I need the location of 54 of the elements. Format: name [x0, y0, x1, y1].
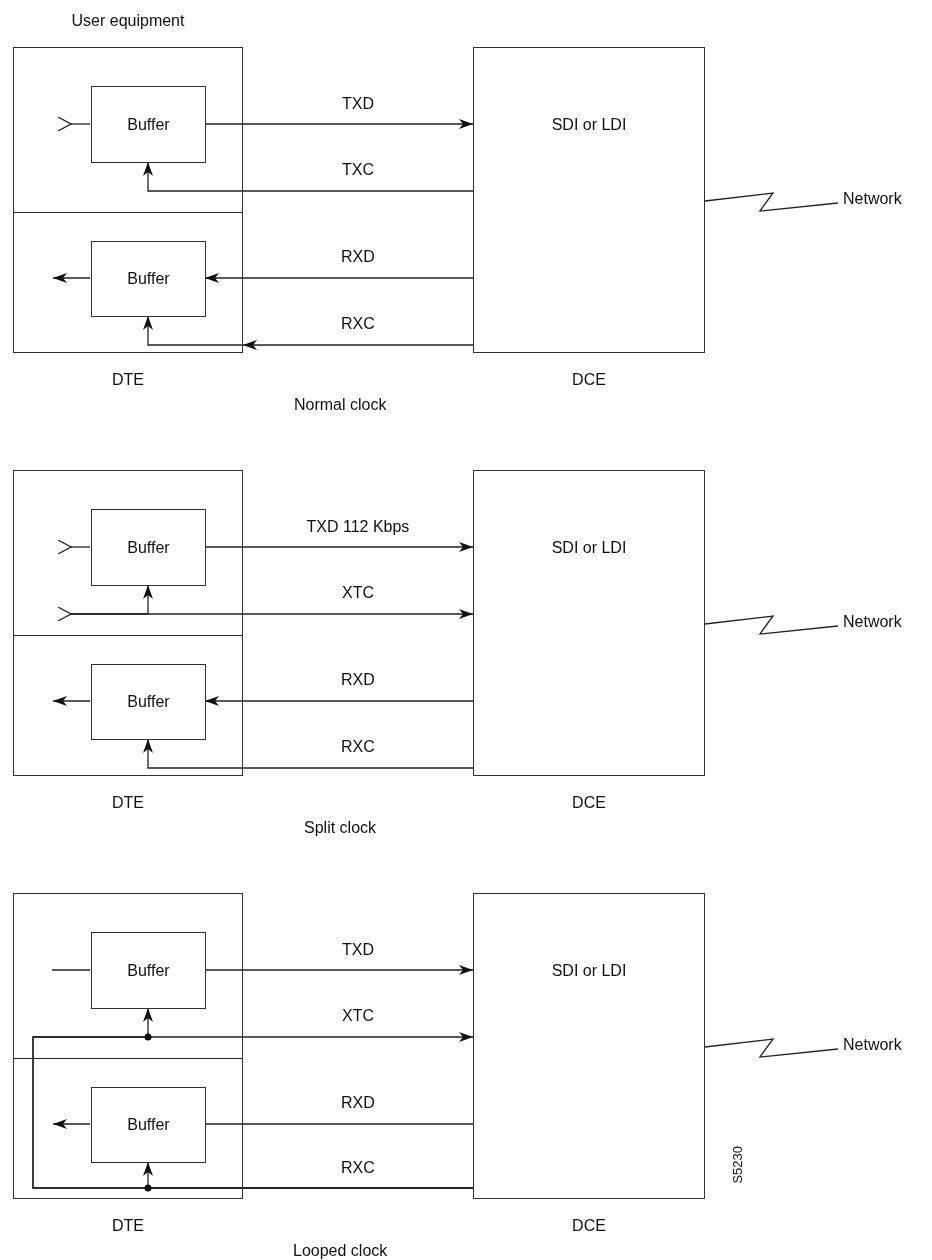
panel-caption: Looped clock [293, 1242, 388, 1260]
box-caption: DCE [571, 371, 607, 389]
lightning-line [704, 1038, 839, 1058]
network-label: Network [843, 190, 902, 208]
box-caption: DCE [571, 794, 607, 812]
box-caption: DTE [111, 1217, 145, 1235]
arrow [70, 584, 153, 615]
arrow [204, 119, 474, 129]
signal-label: TXD [342, 95, 374, 113]
box-label: SDI or LDI [550, 962, 628, 980]
signal-label: RXD [341, 1094, 375, 1112]
box-caption: DTE [111, 371, 145, 389]
arrow [204, 965, 474, 975]
signal-label: TXD [342, 941, 374, 959]
arrow [52, 273, 91, 283]
arrow [204, 696, 474, 706]
box-caption: DTE [111, 794, 145, 812]
lightning-line [704, 615, 839, 635]
column-heading: User equipment [71, 12, 185, 30]
signal-label: XTC [342, 584, 374, 602]
arrow [143, 1161, 474, 1189]
arrow [52, 696, 91, 706]
buffer-box: Buffer [91, 664, 206, 740]
panel-caption: Split clock [304, 819, 377, 837]
arrow [204, 542, 474, 552]
signal-label: RXC [341, 315, 375, 333]
signal-label: TXC [342, 161, 374, 179]
box-caption: DCE [571, 1217, 607, 1235]
arrow [204, 273, 474, 283]
arrow [57, 116, 91, 132]
signal-label: RXC [341, 738, 375, 756]
arrow [57, 606, 474, 622]
signal-label: RXC [341, 1159, 375, 1177]
panel-caption: Normal clock [294, 396, 387, 414]
box-label: SDI or LDI [550, 116, 628, 134]
figure-number: S5230 [729, 1146, 745, 1184]
arrow [52, 1119, 91, 1129]
signal-label: RXD [341, 671, 375, 689]
signal-label: TXD 112 Kbps [306, 518, 410, 536]
arrow [143, 161, 474, 192]
signal-label: RXD [341, 248, 375, 266]
arrow [57, 539, 91, 555]
box-label: SDI or LDI [550, 539, 628, 557]
buffer-box: Buffer [91, 241, 206, 317]
arrow [143, 738, 474, 769]
buffer-box: Buffer [91, 86, 206, 163]
buffer-box: Buffer [91, 1087, 206, 1163]
network-label: Network [843, 1036, 902, 1054]
buffer-box: Buffer [91, 932, 206, 1009]
network-label: Network [843, 613, 902, 631]
lightning-line [704, 192, 839, 212]
arrow [143, 315, 474, 350]
buffer-box: Buffer [91, 509, 206, 586]
signal-label: XTC [342, 1007, 374, 1025]
